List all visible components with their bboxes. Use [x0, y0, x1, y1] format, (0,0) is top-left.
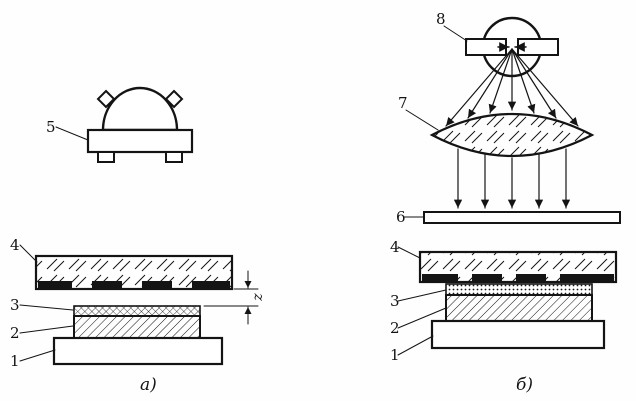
photoresist-a — [73, 305, 201, 317]
photomask-outline-a — [34, 254, 234, 291]
caption-a: а) — [140, 375, 157, 395]
photoresist-b — [445, 283, 593, 296]
leader-lamp — [55, 126, 89, 141]
leader-photoresist-b — [397, 289, 447, 302]
lamp-base — [86, 128, 194, 154]
leader-photoresist-a — [19, 304, 74, 311]
mask-pattern-b — [422, 274, 614, 282]
photomask-outline-b — [418, 250, 618, 284]
leader-substrate-a — [19, 325, 74, 334]
label-plate: 6 — [396, 208, 406, 226]
leader-source — [443, 25, 468, 42]
label-source: 8 — [436, 10, 446, 28]
lamp-pin-right-icon — [164, 89, 184, 109]
lamp-pin-left-icon — [96, 89, 116, 109]
label-lamp: 5 — [46, 118, 56, 136]
substrate-a — [73, 315, 201, 339]
diagram-a: 5 4 3 2 1 — [10, 86, 266, 395]
leader-substrate-b — [397, 307, 447, 329]
photomask-a — [34, 254, 234, 291]
collimated-rays — [453, 148, 571, 209]
exposure-rays — [445, 48, 579, 127]
base-plate-a — [52, 336, 224, 366]
label-lens: 7 — [398, 94, 408, 112]
lamp-dome — [101, 86, 179, 132]
label-photoresist-b: 3 — [390, 292, 400, 310]
glass-plate — [423, 211, 621, 224]
label-substrate-b: 2 — [390, 319, 400, 337]
label-substrate-a: 2 — [10, 324, 20, 342]
leader-photomask-b — [397, 246, 421, 259]
mask-pattern-a — [38, 281, 230, 289]
leader-base-a — [19, 349, 56, 362]
uv-lamp — [86, 86, 194, 163]
leader-base-b — [397, 335, 434, 356]
label-base-b: 1 — [390, 346, 400, 364]
label-base-a: 1 — [10, 352, 20, 370]
gap-dimension — [203, 270, 259, 325]
leader-photomask-a — [19, 244, 38, 263]
base-plate-b — [430, 319, 606, 350]
condenser-lens — [429, 112, 595, 158]
diagram-b: 8 7 6 — [390, 10, 621, 395]
gap-dimension-label: z — [250, 293, 266, 302]
caption-b: б) — [516, 375, 533, 395]
lamp-foot-right — [165, 151, 183, 163]
label-photomask-a: 4 — [10, 236, 20, 254]
label-photoresist-a: 3 — [10, 296, 20, 314]
lamp-foot-left — [97, 151, 115, 163]
light-source — [465, 16, 559, 78]
photomask-b — [418, 250, 618, 284]
leader-lens — [405, 109, 439, 131]
substrate-b — [445, 294, 593, 322]
label-photomask-b: 4 — [390, 238, 400, 256]
